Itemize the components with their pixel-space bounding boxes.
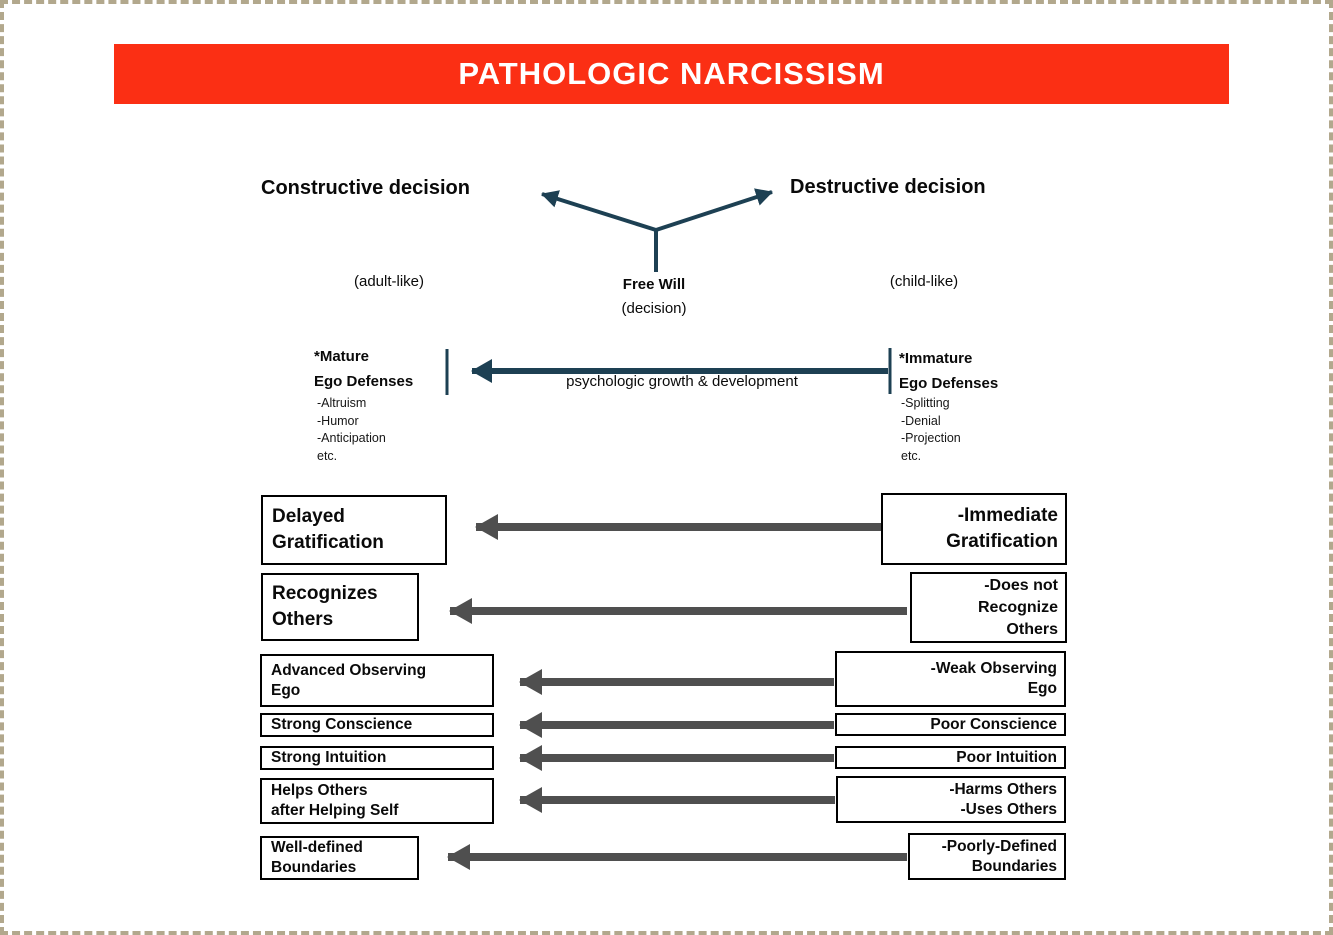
title-banner: PATHOLOGIC NARCISSISM [114, 44, 1229, 104]
box-poorly-defined-boundaries: -Poorly-Defined Boundaries [908, 833, 1066, 880]
connector-arrows-layer [445, 188, 907, 870]
box-strong-conscience: Strong Conscience [260, 713, 494, 737]
page-title: PATHOLOGIC NARCISSISM [458, 56, 885, 91]
mature-ego-defenses-header: *Mature Ego Defenses [314, 348, 414, 390]
growth-development-label: psychologic growth & development [566, 373, 798, 390]
immature-ego-defenses-header: *Immature Ego Defenses [899, 350, 999, 392]
box-harms-uses-others: -Harms Others -Uses Others [836, 776, 1066, 823]
box-immediate-gratification: -Immediate Gratification [881, 493, 1067, 565]
immature-ego-defenses-list: -Splitting -Denial -Projection etc. [901, 396, 961, 463]
box-weak-observing-ego: -Weak Observing Ego [835, 651, 1066, 707]
box-poor-intuition: Poor Intuition [835, 746, 1066, 769]
free-will-sublabel: (decision) [621, 300, 687, 317]
box-does-not-recognize-others: -Does not Recognize Others [910, 572, 1067, 643]
constructive-decision-label: Constructive decision [261, 177, 470, 199]
box-strong-intuition: Strong Intuition [260, 746, 494, 770]
box-recognizes-others: Recognizes Others [261, 573, 419, 641]
adult-like-note: (adult-like) [353, 273, 425, 290]
box-poor-conscience: Poor Conscience [835, 713, 1066, 736]
box-advanced-observing-ego: Advanced Observing Ego [260, 654, 494, 707]
box-well-defined-boundaries: Well-defined Boundaries [260, 836, 419, 880]
child-like-note: (child-like) [889, 273, 959, 290]
free-will-branch-arrows [541, 188, 773, 272]
box-delayed-gratification: Delayed Gratification [261, 495, 447, 565]
box-helps-others: Helps Others after Helping Self [260, 778, 494, 824]
destructive-decision-label: Destructive decision [790, 176, 986, 198]
mature-ego-defenses-list: -Altruism -Humor -Anticipation etc. [317, 396, 386, 463]
free-will-label: Free Will [622, 276, 686, 293]
